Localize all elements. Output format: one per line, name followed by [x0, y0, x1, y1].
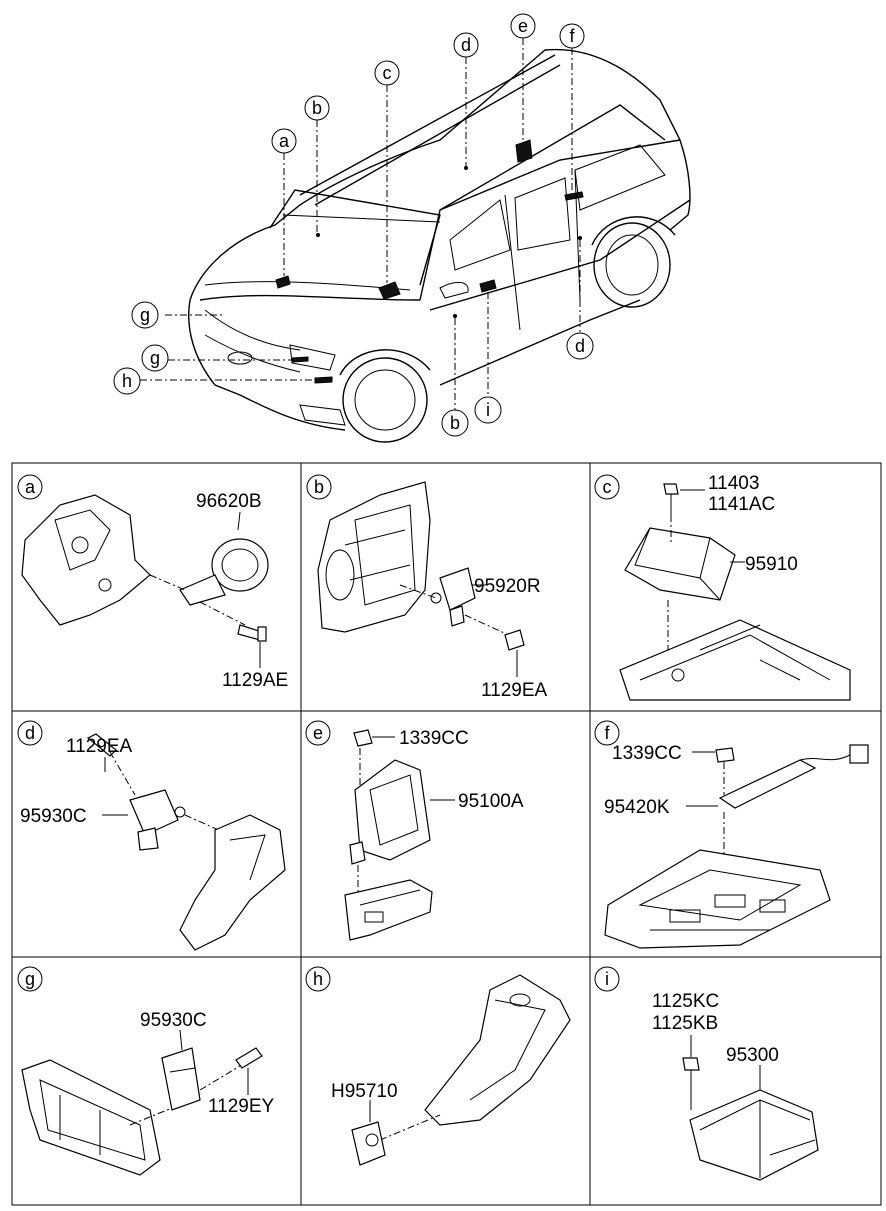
label-h95710: H95710: [331, 1081, 398, 1102]
svg-text:e: e: [313, 723, 323, 743]
svg-text:d: d: [25, 723, 35, 743]
detail-grid: [11, 462, 882, 1206]
svg-text:a: a: [279, 131, 290, 151]
label-1339cc-f: 1339CC: [612, 743, 682, 764]
svg-text:c: c: [603, 477, 612, 497]
svg-text:a: a: [25, 477, 36, 497]
callout-g-top: g: [131, 301, 159, 329]
sensor-mark-a: [275, 275, 291, 289]
svg-text:c: c: [383, 63, 392, 83]
svg-text:h: h: [313, 969, 323, 989]
svg-text:g: g: [150, 348, 160, 368]
callout-g-mid: g: [141, 344, 169, 372]
callout-b-bottom: b: [441, 409, 469, 437]
panel-f: f 1339CC 95420K: [594, 720, 869, 949]
svg-text:f: f: [604, 723, 610, 743]
svg-text:i: i: [605, 969, 609, 989]
svg-text:g: g: [25, 969, 35, 989]
callout-i: i: [474, 396, 502, 424]
label-96620b: 96620B: [196, 491, 262, 512]
sensor-mark-i: [479, 279, 497, 293]
label-1141ac: 1141AC: [708, 494, 775, 515]
label-1125kc: 1125KC: [652, 991, 719, 1012]
callout-d-right: d: [566, 332, 594, 360]
sensor-mark-c: [378, 281, 401, 300]
svg-text:f: f: [569, 26, 575, 46]
svg-text:g: g: [140, 305, 150, 325]
sensor-95420k: [718, 759, 817, 809]
label-95100a: 95100A: [458, 791, 524, 812]
callout-c: c: [374, 60, 400, 86]
label-1339cc-e: 1339CC: [399, 728, 469, 749]
label-95300: 95300: [726, 1045, 779, 1066]
svg-text:b: b: [450, 413, 460, 433]
label-95420k: 95420K: [604, 797, 670, 818]
svg-text:d: d: [575, 336, 585, 356]
panel-a: a 96620B 1129AE: [17, 474, 288, 691]
panel-i: i 1125KC 1125KB 95300: [594, 966, 819, 1181]
label-11403: 11403: [708, 473, 759, 494]
label-95920r: 95920R: [474, 576, 541, 597]
callout-a: a: [271, 128, 297, 154]
label-1125kb: 1125KB: [652, 1013, 718, 1034]
label-1129ey: 1129EY: [208, 1096, 275, 1117]
label-95930c-g: 95930C: [140, 1010, 207, 1031]
callout-b-top: b: [304, 95, 330, 121]
callout-d-top: d: [453, 32, 479, 58]
module-95100a: [354, 759, 431, 861]
label-1129ea-d: 1129EA: [66, 736, 133, 757]
panel-b: b 95920R 1129EA: [306, 474, 548, 701]
sensor-95920r: [439, 567, 476, 611]
sensor-95930c-d: [129, 789, 179, 836]
svg-text:h: h: [122, 371, 132, 391]
svg-text:e: e: [518, 16, 528, 36]
panel-h: h H95710: [305, 966, 571, 1166]
label-95910: 95910: [745, 554, 798, 575]
panel-e: e 1339CC 95100A: [305, 720, 524, 941]
label-1129ea-b: 1129EA: [481, 680, 548, 701]
callout-e: e: [510, 13, 536, 39]
svg-text:d: d: [461, 35, 471, 55]
sensor-mark-f: [564, 191, 584, 201]
sensor-95930c-g: [161, 1047, 201, 1111]
svg-text:b: b: [314, 477, 324, 497]
panel-c: c 11403 1141AC 95910: [594, 473, 851, 701]
vehicle-overview: a b c d e f g g: [113, 13, 691, 443]
callout-h: h: [113, 367, 141, 395]
sensor-h95710: [351, 1121, 386, 1166]
callout-f: f: [559, 23, 585, 49]
svg-text:i: i: [486, 400, 490, 420]
sensor-mark-e: [515, 139, 533, 163]
horn-96620b: [211, 538, 269, 592]
label-95930c-d: 95930C: [20, 806, 87, 827]
panel-d: d 1129EA 95930C: [17, 720, 286, 951]
panel-g: g 95930C 1129EY: [17, 966, 275, 1176]
svg-text:b: b: [312, 98, 322, 118]
label-1129ae: 1129AE: [222, 670, 288, 691]
module-95910: [624, 527, 736, 601]
